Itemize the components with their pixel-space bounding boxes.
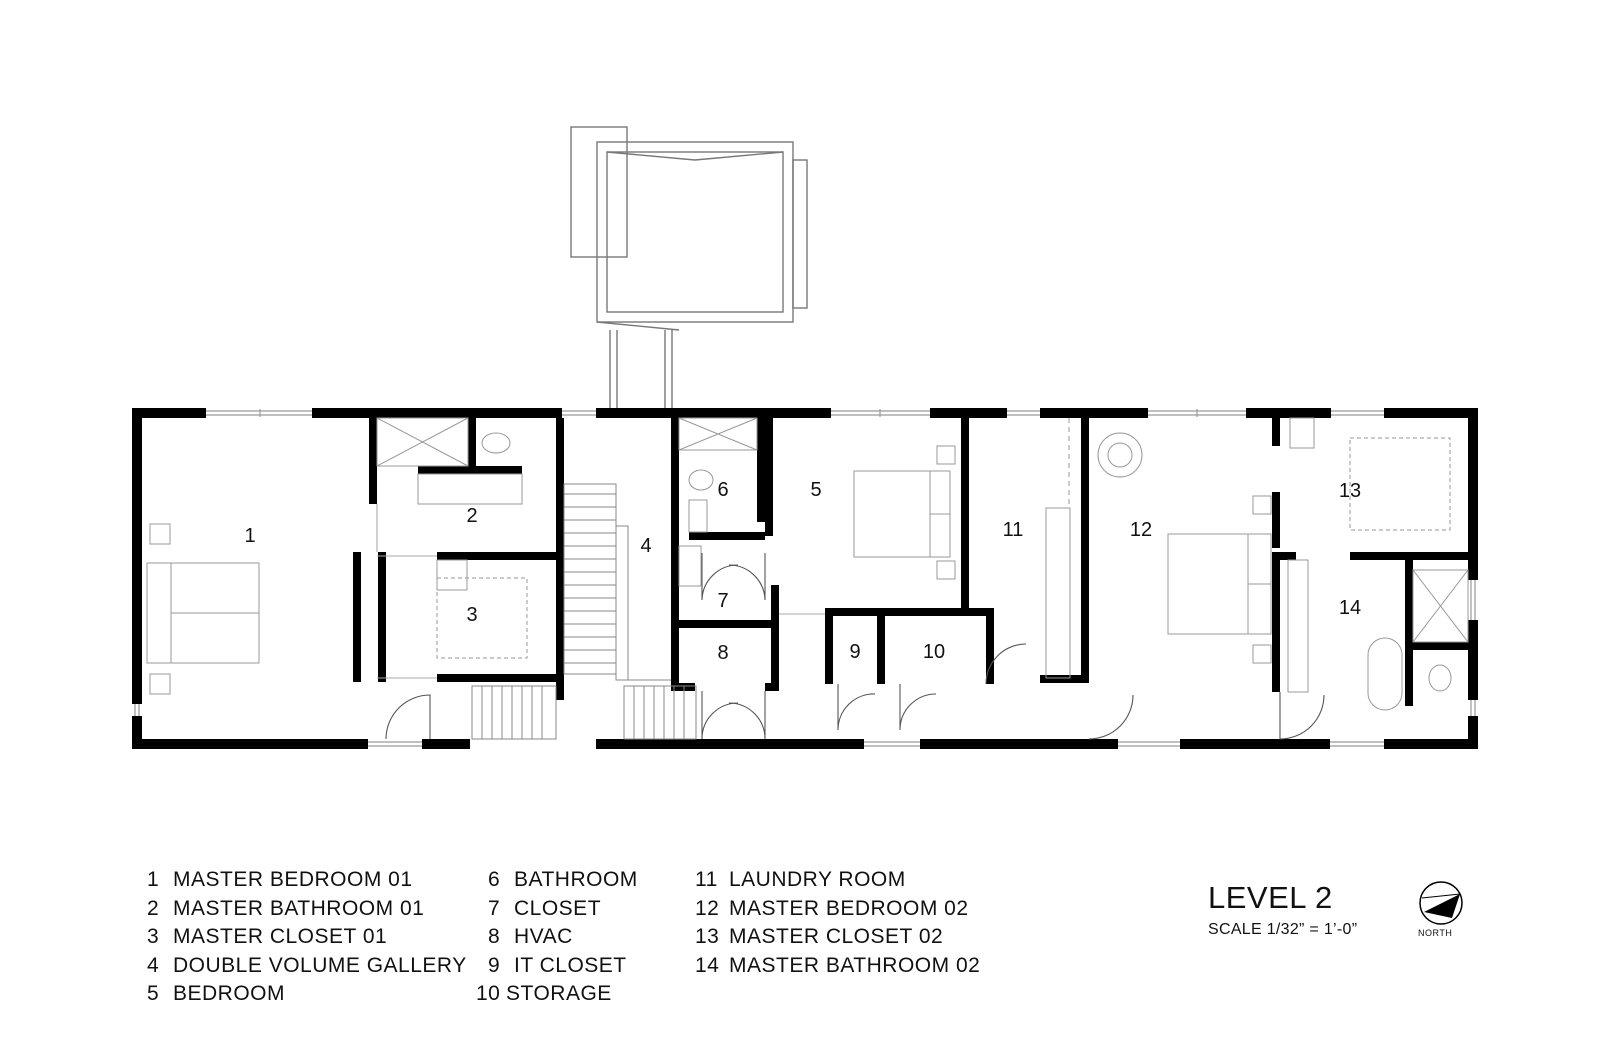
room-label-13: 13 [1339,480,1361,502]
room-label-5: 5 [810,479,821,501]
room-label-2: 2 [466,505,477,527]
stairs [471,483,697,740]
room-label-12: 12 [1130,519,1152,541]
interior-walls [353,418,1468,706]
north-arrow-icon [1419,881,1463,925]
scale-label: SCALE 1/32” = 1’-0” [1208,921,1358,938]
room-label-11: 11 [1003,519,1024,541]
exterior-walls [132,408,1478,749]
doors [376,504,1325,740]
room-label-8: 8 [717,642,728,664]
room-label-3: 3 [466,604,477,626]
room-label-10: 10 [923,641,945,663]
room-labels: 1 2 3 4 5 6 7 8 9 10 11 12 13 14 [244,479,1361,664]
north-label: NORTH [1418,928,1453,938]
room-label-6: 6 [717,479,728,501]
room-label-9: 9 [849,641,860,663]
furniture [146,417,1469,711]
windows [134,409,1476,747]
roof-structure [570,126,808,412]
level-title: LEVEL 2 [1208,880,1333,915]
room-label-7: 7 [717,590,728,612]
room-label-1: 1 [244,525,255,547]
room-label-14: 14 [1339,597,1361,619]
room-label-4: 4 [640,535,651,557]
